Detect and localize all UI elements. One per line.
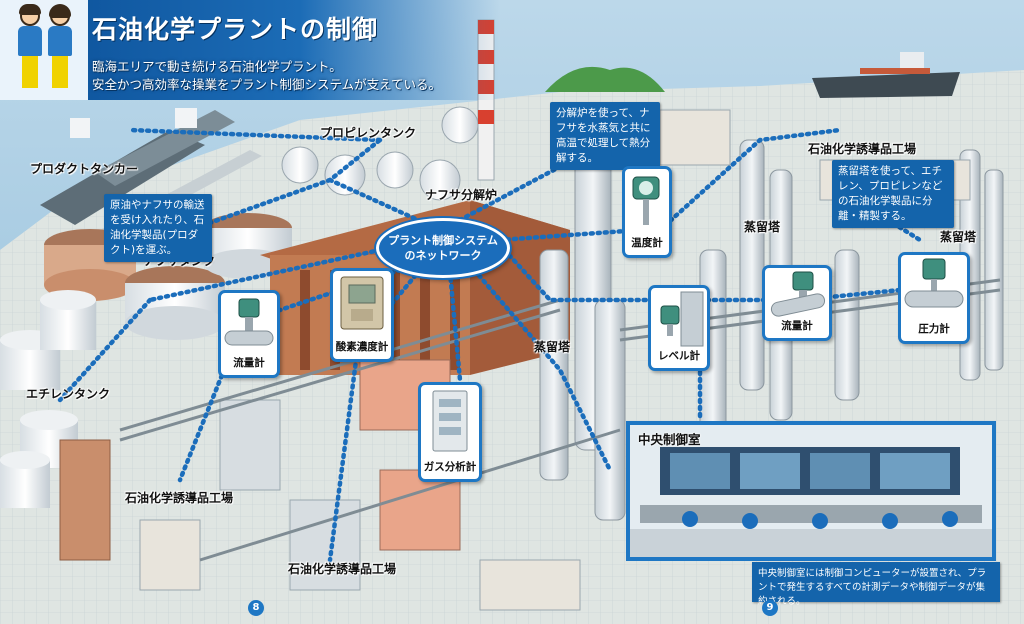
label-propylene-tank: プロピレンタンク — [320, 126, 417, 140]
control-network-hub: プラント制御システム のネットワーク — [376, 218, 510, 278]
gas-analyzer-icon — [432, 390, 468, 452]
card-level-meter: レベル計 — [648, 285, 710, 371]
card-temperature-meter: 温度計 — [622, 166, 672, 258]
lead-text-line-2: 安全かつ高効率な操業をプラント制御システムが支えている。 — [92, 77, 442, 92]
boy-character — [16, 4, 44, 92]
oxygen-meter-label: 酸素濃度計 — [335, 341, 389, 353]
card-flow-meter-left: 流量計 — [218, 290, 280, 378]
product-tanker-ship — [40, 108, 235, 225]
label-ethylene-tank: エチレンタンク — [26, 387, 111, 401]
tanker-ship-top — [812, 52, 960, 98]
flow-meter-right-icon — [770, 271, 826, 317]
control-room-illustration — [630, 425, 992, 557]
label-derivatives-plant-left: 石油化学誘導品工場 — [125, 491, 234, 505]
temperature-meter-icon — [632, 176, 660, 225]
level-meter-label: レベル計 — [658, 350, 700, 362]
card-pressure-meter: 圧力計 — [898, 252, 970, 344]
temperature-meter-label: 温度計 — [631, 237, 663, 249]
pressure-meter-label: 圧力計 — [918, 323, 950, 335]
flow-meter-left-label: 流量計 — [233, 357, 265, 369]
girl-character — [46, 4, 74, 92]
label-distillation-tower-2: 蒸留塔 — [940, 230, 977, 244]
label-product-tanker: プロダクトタンカー — [30, 162, 139, 176]
ethylene-tanks — [0, 290, 96, 508]
level-meter-icon — [660, 291, 704, 347]
flow-meter-left-icon — [224, 298, 274, 346]
label-distillation-tower-1: 蒸留塔 — [744, 220, 781, 234]
card-gas-analyzer: ガス分析計 — [418, 382, 482, 482]
lead-text-line-1: 臨海エリアで動き続ける石油化学プラント。 — [92, 59, 342, 74]
pressure-meter-icon — [904, 258, 964, 308]
network-label-line-1: プラント制御システム — [388, 234, 498, 247]
gas-analyzer-label: ガス分析計 — [423, 461, 477, 473]
flow-meter-right-label: 流量計 — [781, 320, 813, 332]
label-derivatives-plant-top: 石油化学誘導品工場 — [808, 142, 917, 156]
control-room-note: 中央制御室には制御コンピューターが設置され、プラントで発生するすべての計測データ… — [752, 562, 1000, 607]
control-room-title: 中央制御室 — [638, 432, 701, 447]
note-cracker: 分解炉を使って、ナフサを水蒸気と共に高温で処理して熱分解する。 — [550, 102, 660, 170]
note-tanker: 原油やナフサの輸送を受け入れたり、石油化学製品(プロダクト)を運ぶ。 — [104, 194, 212, 262]
label-derivatives-plant-bottom: 石油化学誘導品工場 — [288, 562, 397, 576]
page-number-left: 8 — [248, 600, 264, 616]
label-naphtha-cracker: ナフサ分解炉 — [425, 188, 498, 202]
header-banner: 石油化学プラントの制御 臨海エリアで動き続ける石油化学プラント。 安全かつ高効率… — [0, 0, 500, 100]
page-number-right: 9 — [762, 600, 778, 616]
central-control-room-panel: 中央制御室 — [626, 421, 996, 561]
oxygen-meter-icon — [340, 276, 384, 330]
propylene-spheres — [281, 106, 479, 201]
card-oxygen-meter: 酸素濃度計 — [330, 268, 394, 362]
characters-panel — [0, 0, 88, 100]
network-lines — [57, 127, 923, 563]
label-distillation-tower-3: 蒸留塔 — [534, 340, 571, 354]
card-flow-meter-right: 流量計 — [762, 265, 832, 341]
note-distillation-tower: 蒸留塔を使って、エチレン、プロピレンなどの石油化学製品に分離・精製する。 — [832, 160, 954, 228]
page-title: 石油化学プラントの制御 — [92, 15, 379, 44]
network-label-line-2: のネットワーク — [404, 249, 482, 262]
